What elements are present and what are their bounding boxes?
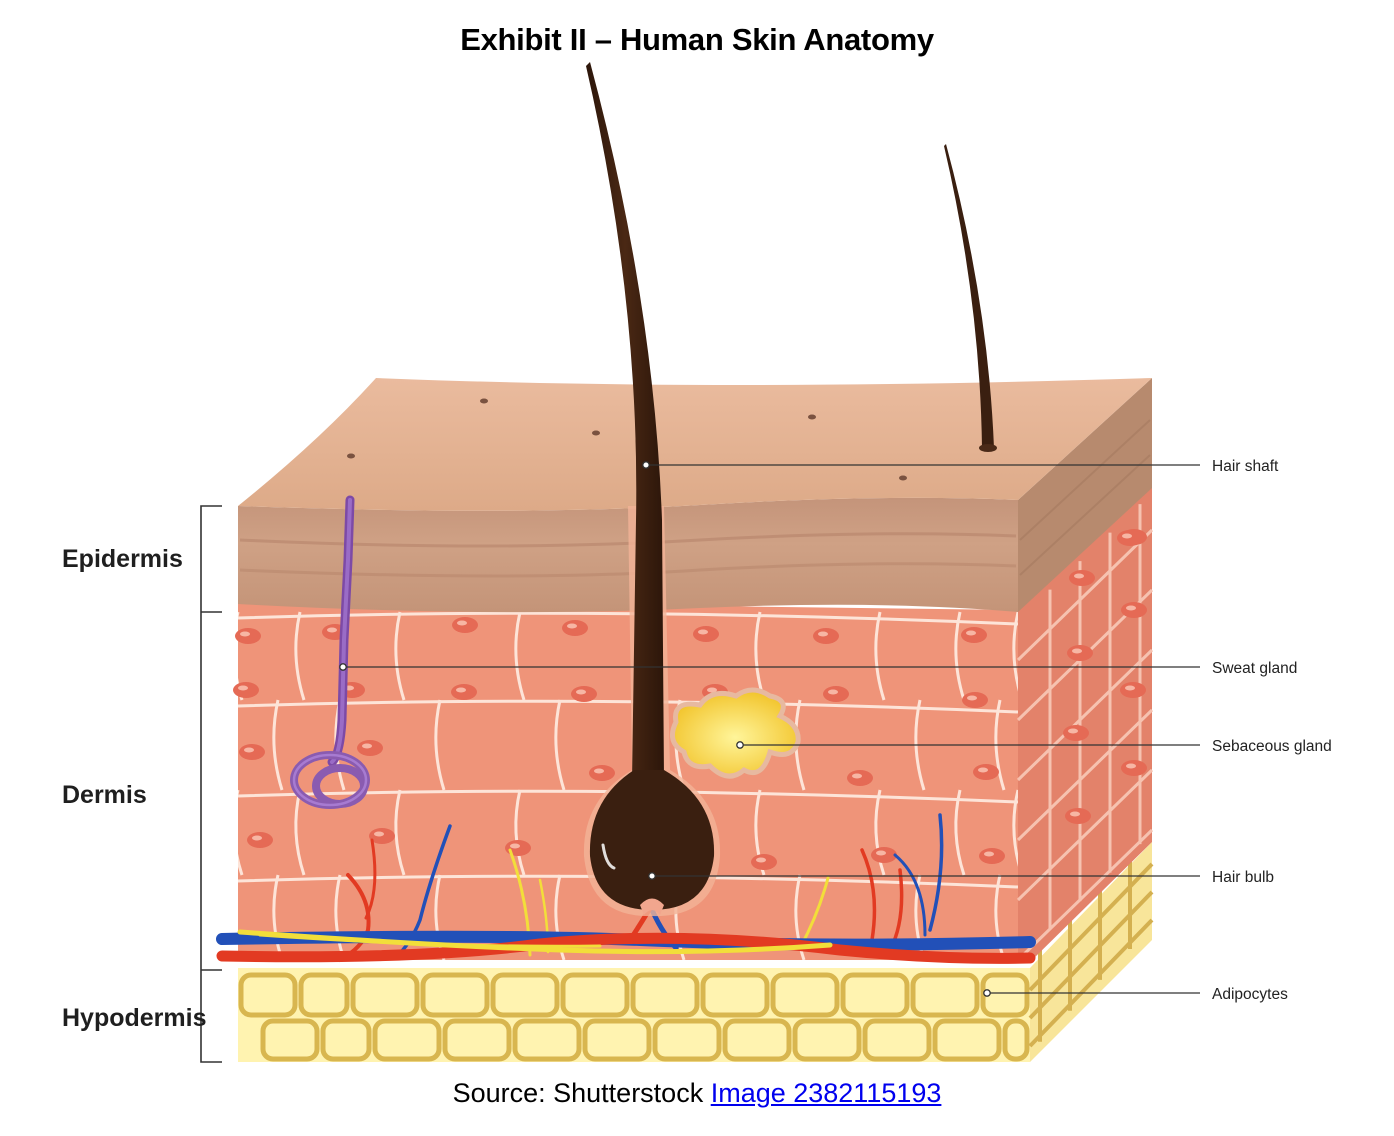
label-epidermis: Epidermis: [62, 545, 183, 573]
callout-hair-bulb: Hair bulb: [1212, 869, 1274, 886]
sweat-gland: [290, 495, 370, 809]
hypodermis-layer: [238, 842, 1154, 1062]
label-hypodermis: Hypodermis: [62, 1004, 206, 1032]
blood-vessels: [216, 813, 1036, 964]
hair-follicle: [583, 62, 721, 917]
callout-hair-shaft: Hair shaft: [1212, 458, 1279, 475]
figure-title: Exhibit II – Human Skin Anatomy: [460, 22, 934, 57]
source-caption: Source: Shutterstock Image 2382115193: [0, 1078, 1394, 1109]
layer-brackets: [200, 505, 222, 1063]
callout-adipocytes: Adipocytes: [1212, 986, 1288, 1003]
epidermis-layer: [238, 378, 1152, 613]
callout-sebaceous-gland: Sebaceous gland: [1212, 738, 1332, 755]
sebaceous-gland: [669, 687, 801, 779]
callout-lines: [339, 461, 1200, 997]
source-prefix: Source: Shutterstock: [452, 1078, 711, 1108]
label-dermis: Dermis: [62, 781, 147, 809]
hair-second: [944, 144, 997, 452]
source-link[interactable]: Image 2382115193: [710, 1078, 942, 1108]
callout-sweat-gland: Sweat gland: [1212, 660, 1297, 677]
